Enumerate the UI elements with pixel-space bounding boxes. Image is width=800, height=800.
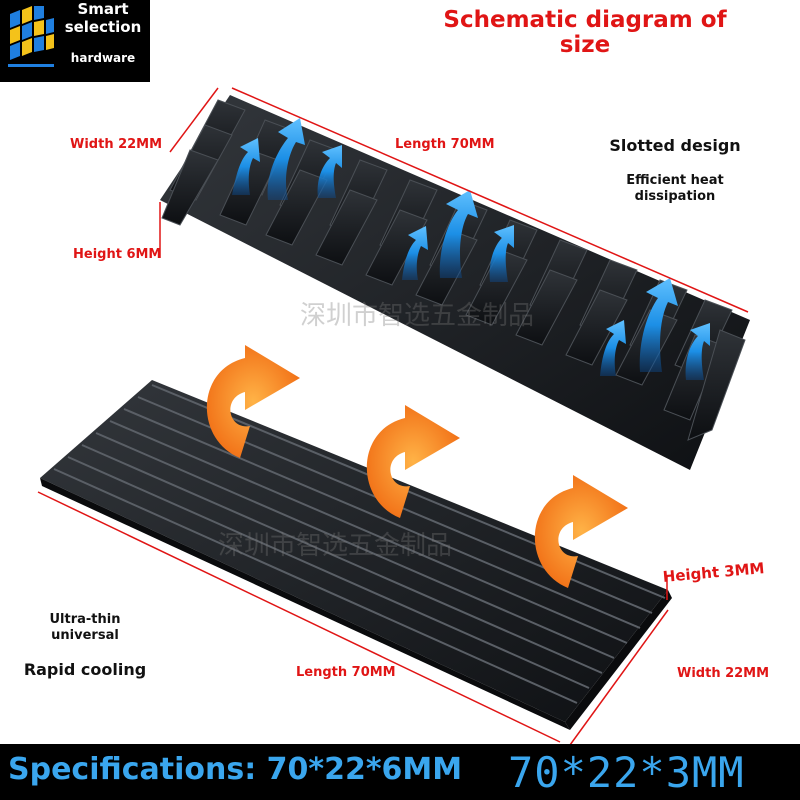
blue-arrow-icon (267, 118, 305, 200)
blue-arrow-icon (600, 320, 626, 376)
blue-arrow-icon (685, 323, 710, 380)
blue-arrow-icon (439, 190, 478, 278)
page-title: Schematic diagram of size (420, 7, 750, 59)
orange-arrow-icon (206, 345, 300, 458)
title-line-1: Schematic diagram of (443, 7, 727, 33)
orange-arrow-icon (366, 405, 460, 518)
finned-heatsink (160, 95, 750, 470)
blue-arrow-icon (489, 225, 514, 282)
watermark-bottom: 深圳市智选五金制品 (218, 531, 453, 561)
bottom-width-label: Width 22MM (677, 666, 770, 681)
efficient-heat-label-2: dissipation (634, 189, 716, 204)
watermark-top: 深圳市智选五金制品 (300, 301, 535, 331)
specifications-label: Specifications: 70*22*6MM (8, 752, 463, 787)
top-length-label: Length 70MM (395, 137, 495, 152)
blue-arrow-icon (317, 145, 342, 198)
rapid-cooling-label: Rapid cooling (23, 660, 147, 679)
ultra-thin-label-1: Ultra-thin (49, 612, 121, 627)
blue-arrow-icon (639, 278, 678, 372)
top-height-label: Height 6MM (73, 247, 162, 262)
grid-logo-icon (8, 6, 54, 67)
logo-line-2: selection (64, 18, 142, 36)
cooling-arrows (206, 345, 628, 588)
top-width-label: Width 22MM (70, 137, 163, 152)
logo-line-1: Smart (77, 0, 129, 18)
orange-arrow-icon (534, 475, 628, 588)
blue-arrow-icon (232, 138, 260, 195)
dimension-lines (37, 87, 749, 746)
alternate-spec-label: 70*22*3MM (508, 748, 745, 797)
airflow-arrows (232, 118, 710, 380)
specifications-bar (0, 744, 800, 800)
blue-arrow-icon (402, 226, 428, 280)
ultra-thin-label-2: universal (51, 628, 119, 643)
slotted-design-label: Slotted design (609, 136, 741, 155)
brand-logo: Smart selection hardware (0, 0, 150, 82)
bottom-length-label: Length 70MM (296, 665, 396, 680)
efficient-heat-label-1: Efficient heat (626, 173, 724, 188)
title-line-2: size (559, 32, 611, 59)
logo-line-3: hardware (70, 51, 136, 65)
